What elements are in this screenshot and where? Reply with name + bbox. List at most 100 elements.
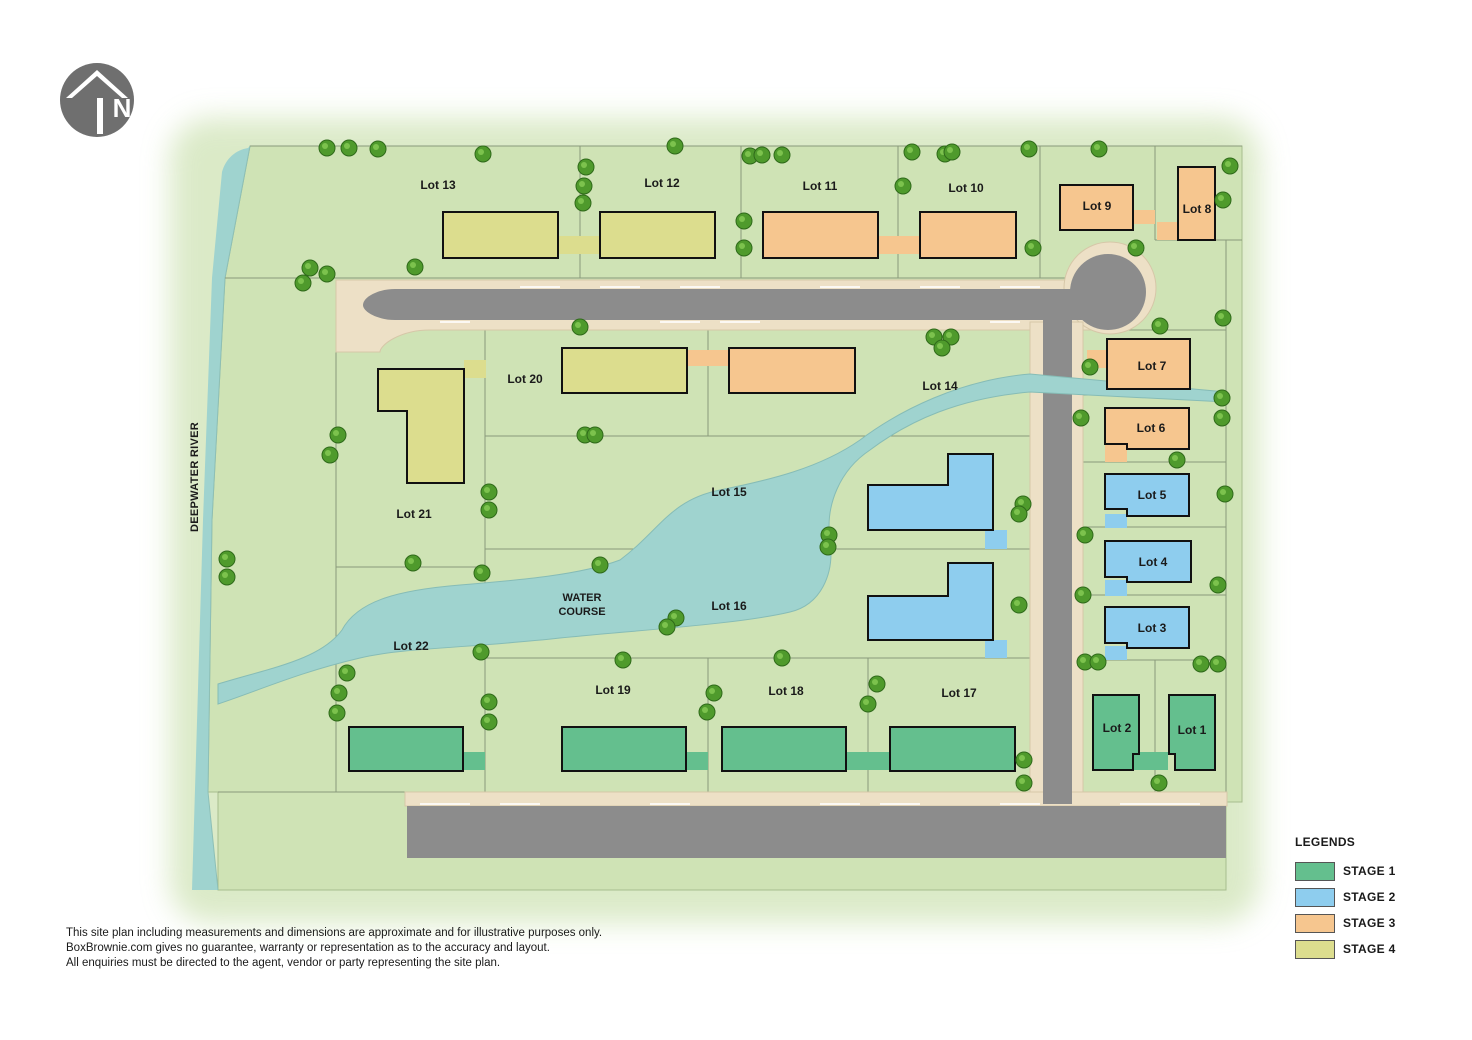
- tree-highlight: [322, 143, 328, 149]
- building-lot-10: [919, 211, 1017, 259]
- building-lot-21: [377, 368, 465, 484]
- building-lot-7: [1106, 338, 1191, 390]
- tree-highlight: [484, 697, 490, 703]
- building-lot-14: [728, 347, 856, 394]
- tree-highlight: [581, 162, 587, 168]
- building-lot-17: [889, 726, 1016, 772]
- building-lot-4: [1104, 540, 1192, 583]
- lot-label-lot-5: Lot 5: [1138, 488, 1167, 502]
- tree-highlight: [757, 150, 763, 156]
- tree-highlight: [305, 263, 311, 269]
- lot-label-lot-6: Lot 6: [1137, 421, 1166, 435]
- lot-label-lot-8: Lot 8: [1183, 202, 1212, 216]
- tree-highlight: [1019, 778, 1025, 784]
- tree-highlight: [578, 198, 584, 204]
- north-label: N: [113, 93, 132, 123]
- lot-label-lot-11: Lot 11: [803, 179, 838, 193]
- north-arrow-roof: [66, 70, 128, 98]
- tree-highlight: [1213, 659, 1219, 665]
- tree-highlight: [745, 151, 751, 157]
- tree-highlight: [1220, 489, 1226, 495]
- tree-highlight: [947, 147, 953, 153]
- lot-label-lot-7: Lot 7: [1138, 359, 1167, 373]
- water-label-line-2: COURSE: [558, 606, 605, 618]
- building-lot-19: [561, 726, 687, 772]
- tree-highlight: [1218, 313, 1224, 319]
- tree-highlight: [477, 568, 483, 574]
- tree-highlight: [344, 143, 350, 149]
- tree-highlight: [1014, 509, 1020, 515]
- lot-label-lot-3: Lot 3: [1138, 621, 1167, 635]
- building-lot-20: [561, 347, 688, 394]
- tree-highlight: [1225, 161, 1231, 167]
- tree-highlight: [478, 149, 484, 155]
- tree-highlight: [670, 141, 676, 147]
- north-arrow[interactable]: N: [60, 63, 134, 137]
- lot-label-lot-19: Lot 19: [595, 683, 631, 697]
- kerb-markings: [420, 286, 1200, 805]
- tree-highlight: [1018, 499, 1024, 505]
- tree-highlight: [476, 647, 482, 653]
- disclaimer-line-1: This site plan including measurements an…: [66, 927, 603, 939]
- water-label-line-1: WATER: [563, 592, 602, 604]
- legend-label-stage-4: STAGE 4: [1343, 942, 1396, 956]
- legend-item-stage-1: STAGE 1: [1295, 858, 1455, 884]
- tree-highlight: [325, 450, 331, 456]
- driveways: [463, 210, 1177, 770]
- legend-swatch-stage-4: [1295, 939, 1335, 959]
- tree-highlight: [709, 688, 715, 694]
- legend-label-stage-3: STAGE 3: [1343, 916, 1396, 930]
- tree-highlight: [907, 147, 913, 153]
- legend-title: LEGENDS: [1295, 835, 1356, 849]
- tree-highlight: [484, 505, 490, 511]
- building-lot-16: [867, 562, 994, 641]
- tree-highlight: [1093, 657, 1099, 663]
- north-arrow-wall: [97, 98, 103, 134]
- tree-highlight: [1213, 580, 1219, 586]
- building-lot-15: [867, 453, 994, 531]
- lot-label-lot-17: Lot 17: [941, 686, 977, 700]
- tree-highlight: [298, 278, 304, 284]
- legend-item-stage-3: STAGE 3: [1295, 910, 1455, 936]
- legend-label-stage-2: STAGE 2: [1343, 890, 1396, 904]
- tree-highlight: [580, 430, 586, 436]
- building-lot-22: [348, 726, 464, 772]
- building-lot-5: [1104, 473, 1190, 517]
- tree-highlight: [1019, 755, 1025, 761]
- lot-label-lot-21: Lot 21: [396, 507, 432, 521]
- tree-highlight: [222, 554, 228, 560]
- deepwater-river: [192, 146, 250, 890]
- tree-highlight: [739, 216, 745, 222]
- lot-label-lot-10: Lot 10: [948, 181, 984, 195]
- lot-label-lot-9: Lot 9: [1083, 199, 1112, 213]
- lot-label-lot-13: Lot 13: [420, 178, 456, 192]
- building-lot-6: [1104, 407, 1190, 450]
- disclaimer-line-3: All enquiries must be directed to the ag…: [66, 957, 501, 969]
- tree-highlight: [777, 653, 783, 659]
- tree-highlight: [484, 717, 490, 723]
- building-lot-18: [721, 726, 847, 772]
- tree-highlight: [1154, 778, 1160, 784]
- building-lot-3: [1104, 606, 1190, 649]
- lot-label-lot-20: Lot 20: [507, 372, 543, 386]
- tree-highlight: [618, 655, 624, 661]
- tree-highlight: [1094, 144, 1100, 150]
- legend-swatch-stage-2: [1295, 887, 1335, 907]
- tree-highlight: [898, 181, 904, 187]
- disclaimer-line-2: BoxBrownie.com gives no guarantee, warra…: [66, 942, 550, 954]
- tree-highlight: [322, 269, 328, 275]
- tree-highlight: [484, 487, 490, 493]
- lot-labels: Lot 13 Lot 12 Lot 11 Lot 10 Lot 9 Lot 8 Lot 20…: [393, 176, 1211, 737]
- lot-label-lot-12: Lot 12: [644, 176, 680, 190]
- building-lot-13: [442, 211, 559, 259]
- legend-item-stage-2: STAGE 2: [1295, 884, 1455, 910]
- tree-highlight: [575, 322, 581, 328]
- tree-highlight: [946, 332, 952, 338]
- tree-highlight: [1078, 590, 1084, 596]
- tree-highlight: [333, 430, 339, 436]
- lot-label-lot-16: Lot 16: [711, 599, 747, 613]
- tree-highlight: [662, 622, 668, 628]
- tree-highlight: [373, 144, 379, 150]
- tree-highlight: [1076, 413, 1082, 419]
